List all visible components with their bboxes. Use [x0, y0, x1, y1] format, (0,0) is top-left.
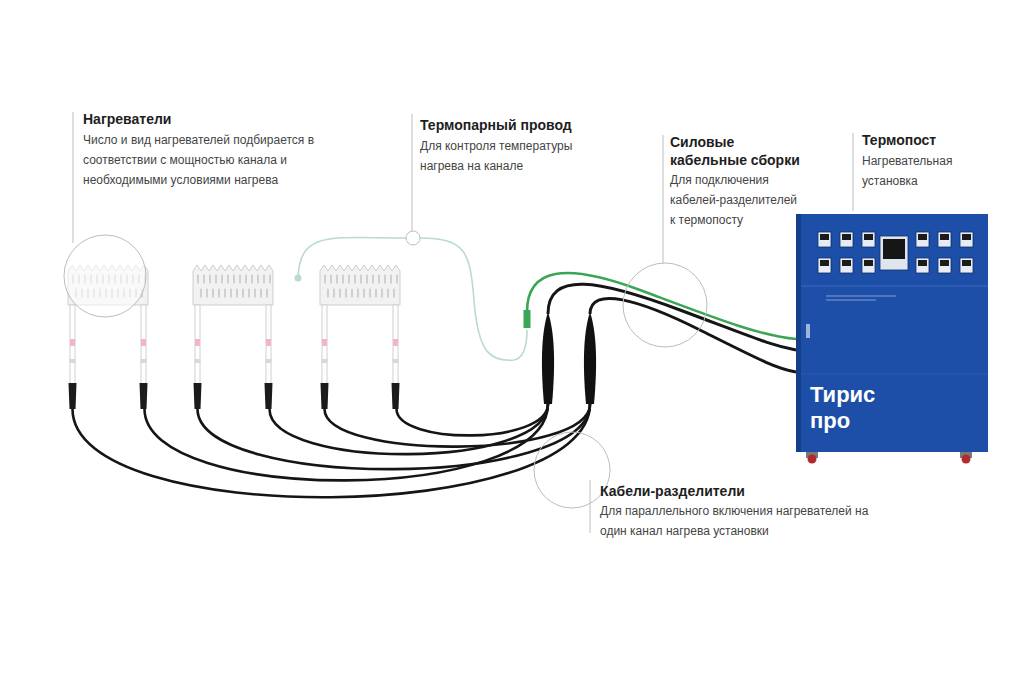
- callout-note: Для подключения кабелей-разделителей к т…: [670, 170, 805, 230]
- callout-heading: Термопост: [862, 131, 1002, 149]
- callout-note: Число и вид нагревателей подбирается в с…: [83, 130, 323, 190]
- callout-heading: Термопарный провод: [420, 116, 620, 134]
- callout-note: Для параллельного включения нагревателей…: [600, 501, 890, 541]
- callout-heading: Нагреватели: [83, 110, 323, 128]
- callout-note: Для контроля температуры нагрева на кана…: [420, 136, 595, 176]
- callout-note: Нагревательная установка: [862, 151, 972, 191]
- brand-name: Тирис про: [810, 382, 920, 434]
- callout-heading: Силовые кабельные сборки: [670, 133, 810, 169]
- callout-heading: Кабели-разделители: [600, 482, 860, 500]
- heating-unit: Тирис про: [796, 214, 988, 452]
